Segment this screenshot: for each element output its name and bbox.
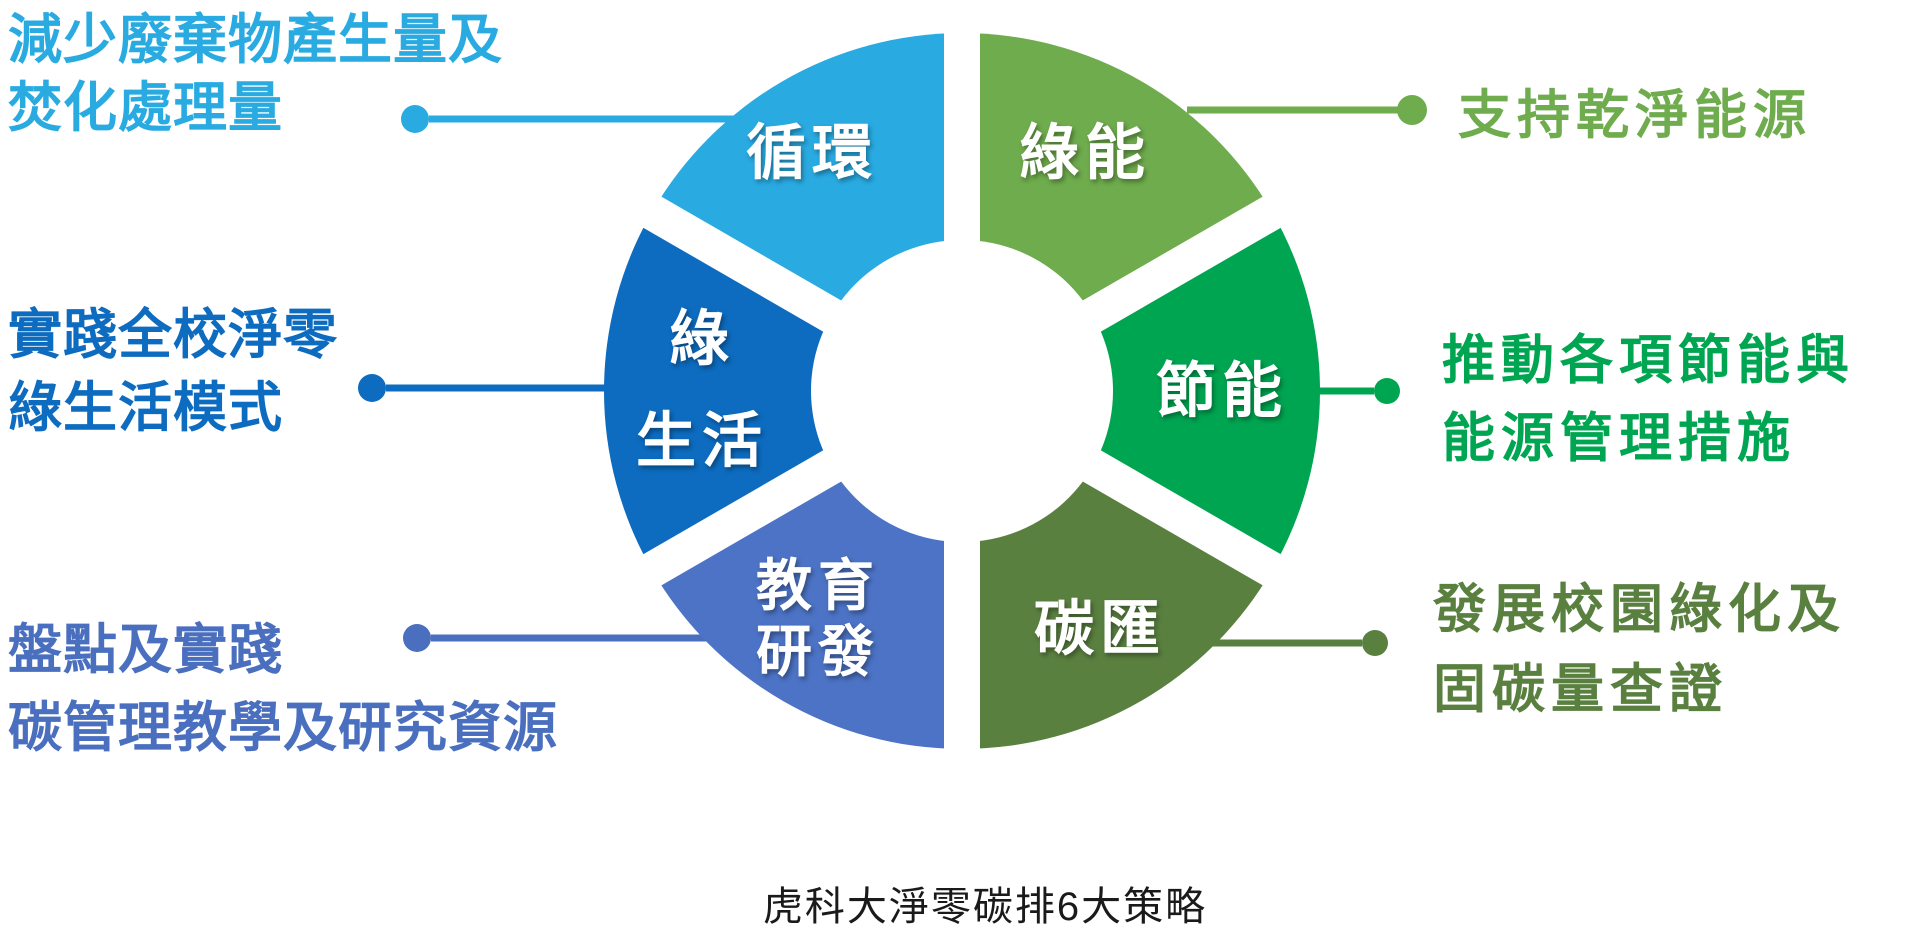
callout-text-line: 碳管理教學及研究資源 (8, 698, 558, 758)
callout-text-line: 推動各項節能與 (1442, 331, 1855, 390)
wheel-segment-green-living (604, 212, 962, 570)
segment-label-education-rnd: 教育研發 (756, 554, 880, 683)
callout-dot-green-living-desc (358, 374, 386, 402)
callout-dot-circular-desc (401, 105, 429, 133)
callout-dot-energy-saving-desc (1374, 378, 1400, 404)
caption: 虎科大淨零碳排6大策略 (762, 885, 1208, 927)
wheel-segment-energy-saving (962, 212, 1320, 570)
segment-label-green-living: 綠生活 (636, 306, 768, 475)
wheel-center-hole (811, 240, 1113, 542)
segment-label-carbon-sink: 碳匯 (1034, 596, 1166, 663)
callout-dot-education-rnd-desc (403, 624, 431, 652)
callout-text-line: 綠生活模式 (8, 378, 283, 438)
callout-green-living-desc: 實踐全校淨零綠生活模式 (8, 299, 338, 445)
callout-green-energy-desc: 支持乾淨能源 (1458, 82, 1812, 150)
segment-label-circular: 循環 (746, 120, 878, 187)
callout-dot-green-energy-desc (1397, 95, 1427, 125)
callout-text-line: 減少廢棄物產生量及 (8, 10, 503, 70)
segment-label-energy-saving: 節能 (1156, 358, 1288, 425)
callout-text-line: 實踐全校淨零 (8, 305, 338, 365)
callout-text-line: 焚化處理量 (8, 78, 283, 138)
callout-text-line: 發展校園綠化及 (1433, 580, 1846, 639)
callout-text-line: 能源管理措施 (1442, 409, 1796, 468)
callout-text-line: 支持乾淨能源 (1458, 86, 1812, 145)
callout-education-rnd-desc: 盤點及實踐碳管理教學及研究資源 (8, 611, 558, 767)
callout-carbon-sink-desc: 發展校園綠化及固碳量查證 (1433, 570, 1846, 730)
callout-text-line: 盤點及實踐 (8, 620, 283, 680)
callout-text-line: 固碳量查證 (1433, 660, 1728, 719)
callout-circular-desc: 減少廢棄物產生量及焚化處理量 (8, 6, 503, 142)
segment-label-green-energy: 綠能 (1019, 120, 1151, 187)
callout-dot-carbon-sink-desc (1362, 630, 1388, 656)
callout-energy-saving-desc: 推動各項節能與能源管理措施 (1442, 322, 1855, 478)
